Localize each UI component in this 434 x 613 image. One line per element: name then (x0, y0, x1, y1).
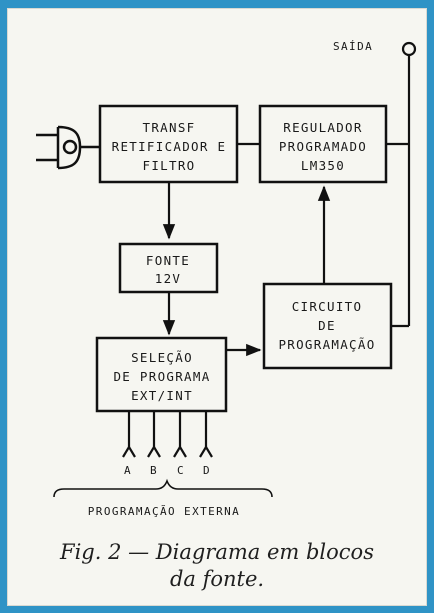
transformer-line-1: TRANSF (143, 120, 196, 135)
input-d-terminal (199, 411, 213, 458)
input-d-label: D (203, 464, 211, 477)
transformer-line-2: RETIFICADOR E (112, 139, 227, 154)
figure-caption-line-1: Fig. 2 — Diagrama em blocos (60, 540, 374, 564)
input-c-label: C (177, 464, 185, 477)
transformer-line-3: FILTRO (143, 158, 196, 173)
regulator-line-3: LM350 (301, 158, 345, 173)
program-circuit-line-1: CIRCUITO (292, 299, 363, 314)
power-plug-icon (36, 125, 100, 170)
regulator-block: REGULADOR PROGRAMADO LM350 (258, 104, 388, 184)
figure-panel (7, 8, 427, 606)
program-circuit-line-2: DE (318, 318, 336, 333)
supply-12v-block: FONTE 12V (118, 242, 219, 294)
input-b-terminal (147, 411, 161, 458)
program-select-line-3: EXT/INT (131, 388, 193, 403)
figure-caption-line-2: da fonte. (169, 567, 265, 591)
input-a-label: A (124, 464, 132, 477)
transformer-block: TRANSF RETIFICADOR E FILTRO (98, 104, 239, 184)
external-inputs (122, 411, 213, 458)
input-c-terminal (173, 411, 187, 458)
external-programming-label: PROGRAMAÇÃO EXTERNA (88, 505, 240, 518)
input-b-label: B (150, 464, 158, 477)
output-terminal-icon (401, 41, 417, 57)
input-a-terminal (122, 411, 136, 458)
program-select-line-1: SELEÇÃO (131, 350, 193, 365)
program-circuit-block: CIRCUITO DE PROGRAMAÇÃO (262, 282, 393, 370)
regulator-line-1: REGULADOR (283, 120, 362, 135)
program-select-line-2: DE PROGRAMA (113, 369, 210, 384)
regulator-line-2: PROGRAMADO (279, 139, 367, 154)
external-brace (53, 478, 273, 498)
program-select-block: SELEÇÃO DE PROGRAMA EXT/INT (95, 336, 228, 413)
output-label: SAÍDA (333, 40, 373, 53)
supply-12v-line-2: 12V (155, 271, 181, 286)
program-circuit-line-3: PROGRAMAÇÃO (278, 337, 375, 352)
supply-12v-line-1: FONTE (146, 253, 190, 268)
